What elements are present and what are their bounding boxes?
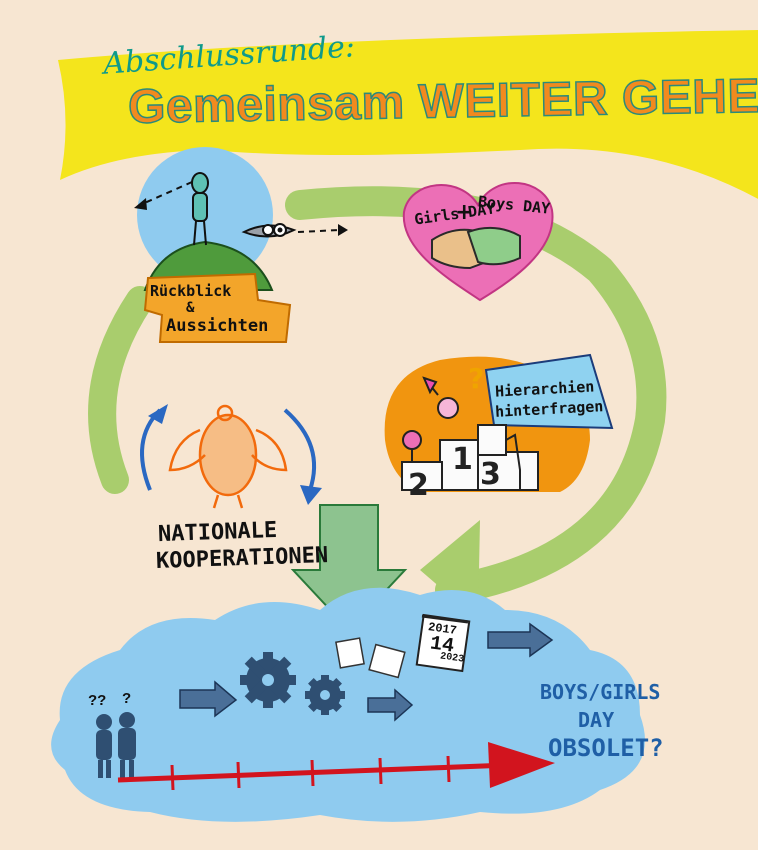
outlook-line2: DAY [578, 708, 615, 732]
circular-arrow-left [140, 408, 162, 491]
progress-arrow [367, 688, 414, 722]
title-banner [58, 30, 758, 199]
eye-icon [241, 223, 297, 238]
header-title: Gemeinsam WEITER GEHEN [127, 68, 758, 134]
podium-place-2: 2 [408, 468, 429, 503]
gear-icon [240, 652, 296, 708]
hierarchy-sign [484, 353, 614, 430]
people-question-left: ?? [88, 692, 107, 709]
paper-icon [335, 637, 365, 669]
symbol-icons [402, 376, 459, 462]
look-back-arrowhead [134, 198, 147, 210]
look-forward-arrowhead [338, 224, 348, 236]
review-label-line2: Aussichten [166, 316, 269, 336]
future-cloud [51, 587, 646, 822]
progress-arrow [487, 622, 554, 658]
review-label-amp: & [186, 300, 195, 316]
outlook-line1: BOYS/GIRLS [540, 680, 661, 704]
people-icon [96, 712, 136, 778]
timeline-arrowhead [488, 742, 555, 788]
handshake-icon [431, 226, 521, 270]
paper-icon [368, 643, 406, 679]
circular-arrowhead-right [300, 485, 322, 505]
circular-arrow-right [283, 408, 317, 491]
timeline-ticks [170, 755, 451, 791]
look-forward-arrow [297, 229, 341, 233]
podium-place-3: 3 [480, 457, 501, 492]
progress-arrow [179, 680, 238, 718]
gear-icon [305, 675, 345, 715]
timeline [117, 762, 511, 783]
heart-plus: + [455, 200, 474, 225]
calendar-icon [415, 613, 471, 673]
review-label-line1: Rückblick [150, 282, 232, 300]
question-mark: ? [468, 362, 485, 395]
people-question-right: ? [122, 690, 132, 707]
podium-icon [401, 424, 539, 491]
circular-arrowhead-left [148, 404, 168, 424]
eagle-icon [168, 404, 288, 509]
review-label-box [143, 272, 292, 343]
look-back-arrow [139, 181, 193, 206]
podium-place-1: 1 [452, 442, 473, 477]
cooperation-label-line1: NATIONALE [157, 517, 278, 548]
outlook-line3: OBSOLET? [548, 734, 664, 762]
cycle-arrow-left [88, 286, 154, 494]
